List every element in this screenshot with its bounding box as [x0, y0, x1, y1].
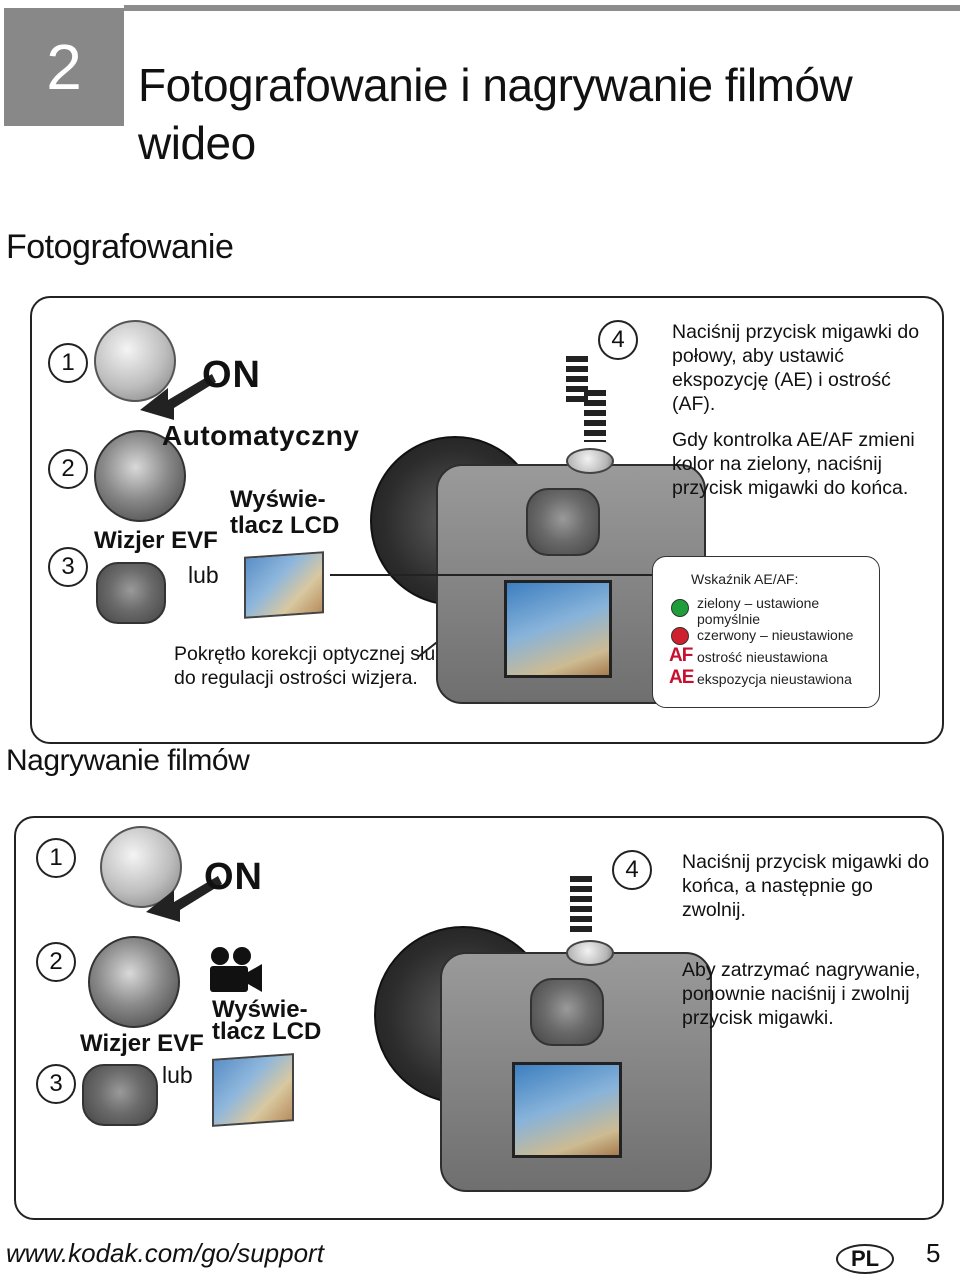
- ae-warning-icon: AE: [669, 667, 694, 688]
- press-full-arrow-icon: [584, 390, 606, 442]
- video-camera-lcd-screen: [512, 1062, 622, 1158]
- page-number: 5: [926, 1238, 941, 1268]
- video-power-switch-dial-icon: [100, 826, 182, 908]
- video-rotate-arrow-icon: [146, 876, 222, 922]
- video-camera-viewfinder-icon: [530, 978, 604, 1046]
- diopter-note: Pokrętło korekcji optycznej służy do reg…: [174, 643, 455, 689]
- legend-green-text: zielony – ustawione pomyślnie: [697, 595, 820, 627]
- step-4-badge: 4: [598, 320, 638, 360]
- af-warning-icon: AF: [669, 645, 693, 666]
- lcd-preview-image: [244, 551, 324, 619]
- chapter-title: Fotografowanie i nagrywanie filmów wideo: [138, 59, 853, 169]
- green-light-icon: [671, 599, 689, 617]
- legend-red-text: czerwony – nieustawione: [697, 627, 854, 643]
- video-section-title: Nagrywanie filmów: [6, 744, 250, 777]
- chapter-number: 2: [4, 8, 124, 126]
- legend-pointer-line: [330, 574, 652, 576]
- video-press-arrow-icon: [570, 876, 592, 936]
- step-2-badge: 2: [48, 449, 88, 489]
- video-step-2-badge: 2: [36, 942, 76, 982]
- rotate-arrow-icon: [140, 374, 216, 420]
- video-step-4-badge: 4: [612, 850, 652, 890]
- photo-section-title: Fotografowanie: [6, 228, 234, 266]
- evf-eyepiece-icon: [96, 562, 166, 624]
- camera-viewfinder-icon: [526, 488, 600, 556]
- support-url-link[interactable]: www.kodak.com/go/support: [6, 1238, 324, 1268]
- video-evf-eyepiece-icon: [82, 1064, 158, 1126]
- mode-dial-icon: [94, 430, 186, 522]
- video-step-1-badge: 1: [36, 838, 76, 878]
- video-evf-label: Wizjer EVF: [80, 1030, 204, 1057]
- power-on-label: ON: [202, 354, 261, 396]
- ae-af-legend: Wskaźnik AE/AF: zielony – ustawione pomy…: [652, 556, 880, 708]
- or-label: lub: [188, 562, 219, 588]
- shutter-button-icon: [566, 448, 614, 474]
- lcd-label-line2: tlacz LCD: [230, 512, 340, 539]
- video-start-text: Naciśnij przycisk migawki do końca, a na…: [682, 851, 930, 921]
- step4-full-press-text: Gdy kontrolka AE/AF zmieni kolor na ziel…: [672, 429, 915, 499]
- video-lcd-label-line1: Wyświe-: [212, 996, 308, 1023]
- red-light-icon: [671, 627, 689, 645]
- legend-af-text: ostrość nieustawiona: [697, 649, 828, 665]
- power-switch-dial-icon: [94, 320, 176, 402]
- evf-label: Wizjer EVF: [94, 527, 218, 554]
- auto-mode-label: Automatyczny: [162, 420, 360, 451]
- photo-instructions-panel: 1 2 3 ON Automatyczny Wyświe- tlacz LCD …: [30, 296, 944, 744]
- top-rule: [124, 5, 960, 11]
- legend-title: Wskaźnik AE/AF:: [691, 571, 799, 587]
- video-step-3-badge: 3: [36, 1064, 76, 1104]
- video-stop-text: Aby zatrzymać nagrywanie, ponownie naciś…: [682, 959, 921, 1029]
- step-1-badge: 1: [48, 343, 88, 383]
- video-camera-icon: [210, 947, 262, 992]
- press-half-arrow-icon: [566, 356, 588, 406]
- video-power-on-label: ON: [204, 856, 263, 898]
- language-badge: PL: [836, 1244, 894, 1274]
- video-lcd-label-line2: tlacz LCD: [212, 1018, 322, 1045]
- camera-lcd-screen: [504, 580, 612, 678]
- legend-ae-text: ekspozycja nieustawiona: [697, 671, 852, 687]
- lcd-label-line1: Wyświe-: [230, 486, 326, 513]
- video-instructions-panel: 1 2 3 ON Wyświe- tlacz LCD Wizjer EVF lu…: [14, 816, 944, 1220]
- step4-half-press-text: Naciśnij przycisk migawki do połowy, aby…: [672, 321, 920, 415]
- video-or-label: lub: [162, 1062, 193, 1088]
- video-lcd-preview-image: [212, 1053, 294, 1127]
- step-3-badge: 3: [48, 547, 88, 587]
- video-shutter-button-icon: [566, 940, 614, 966]
- video-mode-dial-icon: [88, 936, 180, 1028]
